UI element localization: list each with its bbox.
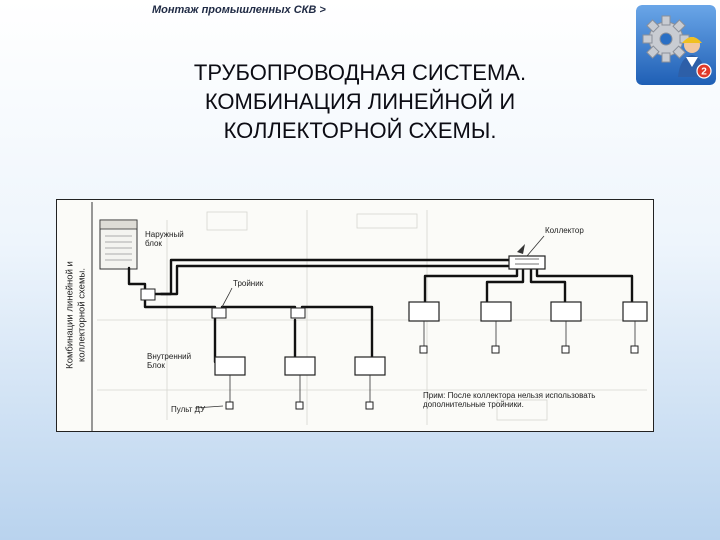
tee-fittings xyxy=(140,288,306,319)
page-title: ТРУБОПРОВОДНАЯ СИСТЕМА. КОМБИНАЦИЯ ЛИНЕЙ… xyxy=(150,58,570,145)
title-line-3: КОЛЛЕКТОРНОЙ СХЕМЫ. xyxy=(223,118,497,143)
piping-drawing xyxy=(91,202,648,431)
collector xyxy=(508,255,546,270)
outdoor-unit-label: Наружный блок xyxy=(145,230,184,248)
outdoor-unit xyxy=(99,219,138,270)
control-wires xyxy=(229,321,636,402)
indoor-unit-label: Внутренний Блок xyxy=(147,352,192,370)
side-caption: Комбинации линейной и коллекторной схемы… xyxy=(59,200,93,430)
remote-label: Пульт ДУ xyxy=(171,405,206,414)
label-leaders xyxy=(221,235,545,308)
side-caption-line-1: Комбинации линейной и xyxy=(64,261,76,369)
logo-badge: 2 xyxy=(701,67,707,78)
remote-controls xyxy=(225,345,639,410)
gear-worker-icon: 2 xyxy=(636,5,716,85)
tee-label: Тройник xyxy=(233,279,264,288)
piping-diagram: Комбинации линейной и коллекторной схемы… xyxy=(56,199,654,432)
title-line-1: ТРУБОПРОВОДНАЯ СИСТЕМА. xyxy=(193,60,527,85)
collector-label: Коллектор xyxy=(545,226,584,235)
side-caption-line-2: коллекторной схемы. xyxy=(76,268,88,362)
indoor-units xyxy=(214,301,648,376)
title-line-2: КОМБИНАЦИЯ ЛИНЕЙНОЙ И xyxy=(204,89,516,114)
breadcrumb[interactable]: Монтаж промышленных СКВ > xyxy=(152,4,326,16)
diagram-note: Прим: После коллектора нельзя использова… xyxy=(423,391,596,409)
collector-arrowhead xyxy=(517,244,525,254)
remote-leader xyxy=(194,405,224,409)
